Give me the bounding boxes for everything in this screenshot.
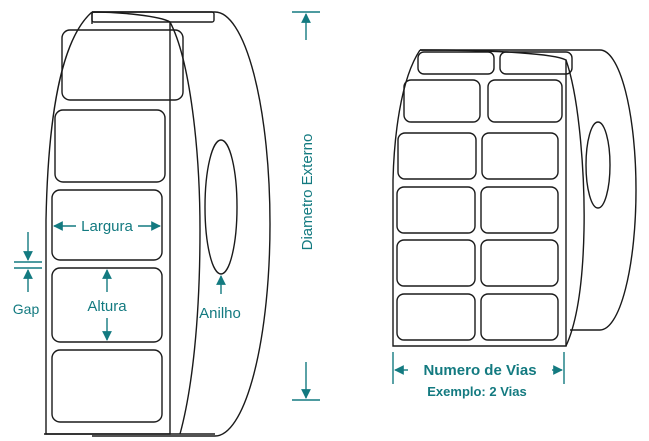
left-annotations <box>14 11 320 401</box>
right-annotations <box>392 352 565 384</box>
left-roll-outer-edge <box>92 11 271 437</box>
lanes-label: Numero de Vias <box>423 362 536 379</box>
left-roll-liner <box>45 11 171 435</box>
right-label-a1 <box>403 79 481 123</box>
right-label-roll <box>392 49 637 347</box>
outer-diameter-label: Diametro Externo <box>299 134 316 251</box>
right-label-b4 <box>480 239 559 287</box>
right-label-b5 <box>480 293 559 341</box>
right-roll-core <box>585 121 611 209</box>
right-label-b1 <box>487 79 563 123</box>
right-top-label-a <box>417 51 495 75</box>
left-label-4 <box>51 267 163 343</box>
right-label-a2 <box>397 132 477 180</box>
left-roll-inner-edge <box>169 21 201 435</box>
right-label-b3 <box>480 186 559 234</box>
left-label-5 <box>51 349 163 423</box>
width-label: Largura <box>81 218 133 235</box>
left-roll-top-strip <box>91 11 215 23</box>
right-roll-inner-edge <box>565 59 585 347</box>
left-label-2 <box>54 109 166 183</box>
right-annotation-text: Numero de Vias Exemplo: 2 Vias <box>423 362 536 399</box>
right-roll-outer-edge <box>420 49 637 331</box>
left-label-3 <box>51 189 163 261</box>
lanes-example-label: Exemplo: 2 Vias <box>427 384 526 399</box>
left-label-roll <box>44 11 271 437</box>
right-label-a4 <box>396 239 476 287</box>
left-label-1 <box>61 29 184 101</box>
right-label-b2 <box>481 132 559 180</box>
left-roll-core <box>204 139 238 275</box>
height-label: Altura <box>87 298 127 315</box>
right-top-label-b <box>499 51 573 75</box>
right-label-a5 <box>396 293 476 341</box>
right-label-a3 <box>396 186 476 234</box>
left-annotation-text: Largura Altura Gap Anilho Diametro Exter… <box>13 134 316 322</box>
core-label: Anilho <box>199 305 241 322</box>
gap-label: Gap <box>13 301 40 317</box>
